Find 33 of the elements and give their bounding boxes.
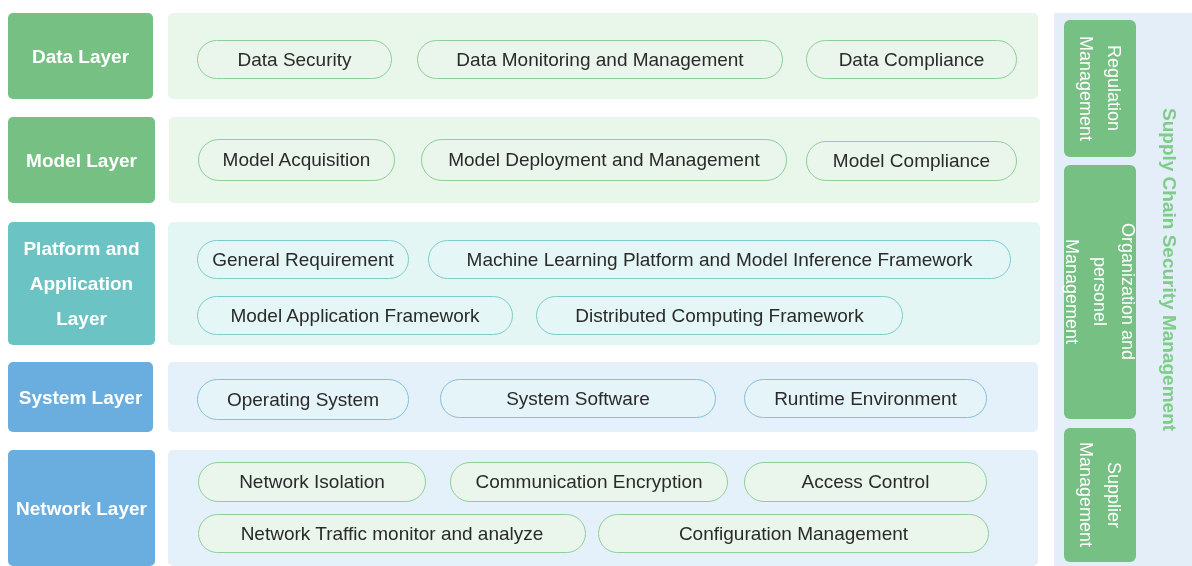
layer-label: Network Layer <box>8 450 155 566</box>
component-pill: Runtime Environment <box>744 379 987 418</box>
component-pill: Data Security <box>197 40 392 79</box>
component-pill: Machine Learning Platform and Model Inference Framework <box>428 240 1011 279</box>
component-pill: Model Deployment and Management <box>421 139 787 181</box>
management-box: Organization and personel Management <box>1064 165 1136 419</box>
component-pill: Network Traffic monitor and analyze <box>198 514 586 553</box>
layer-band <box>168 13 1038 99</box>
layer-label: Data Layer <box>8 13 153 99</box>
management-box: Supplier Management <box>1064 428 1136 562</box>
management-box: Regulation Management <box>1064 20 1136 157</box>
component-pill: System Software <box>440 379 716 418</box>
layer-label: System Layer <box>8 362 153 432</box>
layer-band <box>168 450 1038 566</box>
side-panel <box>1054 13 1192 566</box>
component-pill: Model Application Framework <box>197 296 513 335</box>
layer-band <box>168 362 1038 432</box>
layer-band <box>169 117 1040 203</box>
layer-band <box>168 222 1040 345</box>
component-pill: Network Isolation <box>198 462 426 502</box>
component-pill: Communication Encryption <box>450 462 728 502</box>
layer-label: Platform and Application Layer <box>8 222 155 345</box>
component-pill: Data Monitoring and Management <box>417 40 783 79</box>
component-pill: Distributed Computing Framework <box>536 296 903 335</box>
component-pill: Model Acquisition <box>198 139 395 181</box>
layer-label: Model Layer <box>8 117 155 203</box>
component-pill: Configuration Management <box>598 514 989 553</box>
component-pill: Data Compliance <box>806 40 1017 79</box>
component-pill: Operating System <box>197 379 409 420</box>
component-pill: General Requirement <box>197 240 409 279</box>
component-pill: Model Compliance <box>806 141 1017 181</box>
panel-title: Supply Chain Security Management <box>1158 108 1180 432</box>
component-pill: Access Control <box>744 462 987 502</box>
